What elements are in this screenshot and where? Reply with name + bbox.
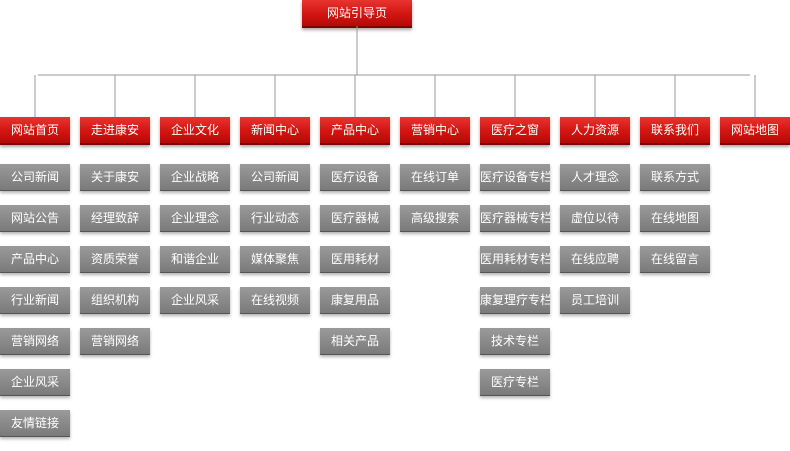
sub-item[interactable]: 医疗器械 — [320, 205, 390, 232]
sub-item[interactable]: 医用耗材 — [320, 246, 390, 273]
sub-column-8: 联系方式在线地图在线留言 — [640, 164, 710, 287]
category-node-3[interactable]: 新闻中心 — [240, 117, 310, 145]
sub-column-4: 医疗设备医疗器械医用耗材康复用品相关产品 — [320, 164, 390, 369]
sub-item[interactable]: 员工培训 — [560, 287, 630, 314]
sub-item[interactable]: 产品中心 — [0, 246, 70, 273]
sub-item[interactable]: 公司新闻 — [0, 164, 70, 191]
sub-item[interactable]: 康复理疗专栏 — [480, 287, 550, 314]
sub-item[interactable]: 资质荣誉 — [80, 246, 150, 273]
category-node-0[interactable]: 网站首页 — [0, 117, 70, 145]
sub-item[interactable]: 企业理念 — [160, 205, 230, 232]
sub-item[interactable]: 医疗器械专栏 — [480, 205, 550, 232]
sub-item[interactable]: 行业动态 — [240, 205, 310, 232]
sub-item[interactable]: 网站公告 — [0, 205, 70, 232]
sub-column-5: 在线订单高级搜索 — [400, 164, 470, 246]
sub-column-3: 公司新闻行业动态媒体聚焦在线视频 — [240, 164, 310, 328]
sub-item[interactable]: 虚位以待 — [560, 205, 630, 232]
sub-item[interactable]: 高级搜索 — [400, 205, 470, 232]
category-node-7[interactable]: 人力资源 — [560, 117, 630, 145]
sub-item[interactable]: 行业新闻 — [0, 287, 70, 314]
category-node-6[interactable]: 医疗之窗 — [480, 117, 550, 145]
sub-column-7: 人才理念虚位以待在线应聘员工培训 — [560, 164, 630, 328]
sub-item[interactable]: 相关产品 — [320, 328, 390, 355]
sub-item[interactable]: 在线视频 — [240, 287, 310, 314]
sub-item[interactable]: 在线应聘 — [560, 246, 630, 273]
sub-item[interactable]: 医用耗材专栏 — [480, 246, 550, 273]
sub-item[interactable]: 公司新闻 — [240, 164, 310, 191]
sub-item[interactable]: 技术专栏 — [480, 328, 550, 355]
category-node-1[interactable]: 走进康安 — [80, 117, 150, 145]
sub-item[interactable]: 企业风采 — [160, 287, 230, 314]
sub-item[interactable]: 医疗设备专栏 — [480, 164, 550, 191]
sub-item[interactable]: 康复用品 — [320, 287, 390, 314]
sub-item[interactable]: 友情链接 — [0, 410, 70, 437]
sub-item[interactable]: 联系方式 — [640, 164, 710, 191]
sub-item[interactable]: 营销网络 — [80, 328, 150, 355]
sub-item[interactable]: 企业风采 — [0, 369, 70, 396]
sub-column-2: 企业战略企业理念和谐企业企业风采 — [160, 164, 230, 328]
category-node-8[interactable]: 联系我们 — [640, 117, 710, 145]
sub-item[interactable]: 企业战略 — [160, 164, 230, 191]
category-node-2[interactable]: 企业文化 — [160, 117, 230, 145]
sub-column-1: 关于康安经理致辞资质荣誉组织机构营销网络 — [80, 164, 150, 369]
sub-item[interactable]: 营销网络 — [0, 328, 70, 355]
sub-column-6: 医疗设备专栏医疗器械专栏医用耗材专栏康复理疗专栏技术专栏医疗专栏 — [480, 164, 550, 410]
root-node-site-guide[interactable]: 网站引导页 — [302, 0, 412, 28]
sub-item[interactable]: 媒体聚焦 — [240, 246, 310, 273]
category-node-9[interactable]: 网站地图 — [720, 117, 790, 145]
sub-item[interactable]: 在线留言 — [640, 246, 710, 273]
category-node-4[interactable]: 产品中心 — [320, 117, 390, 145]
category-node-5[interactable]: 营销中心 — [400, 117, 470, 145]
sub-item[interactable]: 医疗专栏 — [480, 369, 550, 396]
sub-item[interactable]: 关于康安 — [80, 164, 150, 191]
sub-item[interactable]: 经理致辞 — [80, 205, 150, 232]
sub-column-0: 公司新闻网站公告产品中心行业新闻营销网络企业风采友情链接 — [0, 164, 70, 451]
sub-item[interactable]: 医疗设备 — [320, 164, 390, 191]
sub-item[interactable]: 在线地图 — [640, 205, 710, 232]
sub-item[interactable]: 组织机构 — [80, 287, 150, 314]
sub-item[interactable]: 在线订单 — [400, 164, 470, 191]
sub-item[interactable]: 和谐企业 — [160, 246, 230, 273]
sub-item[interactable]: 人才理念 — [560, 164, 630, 191]
